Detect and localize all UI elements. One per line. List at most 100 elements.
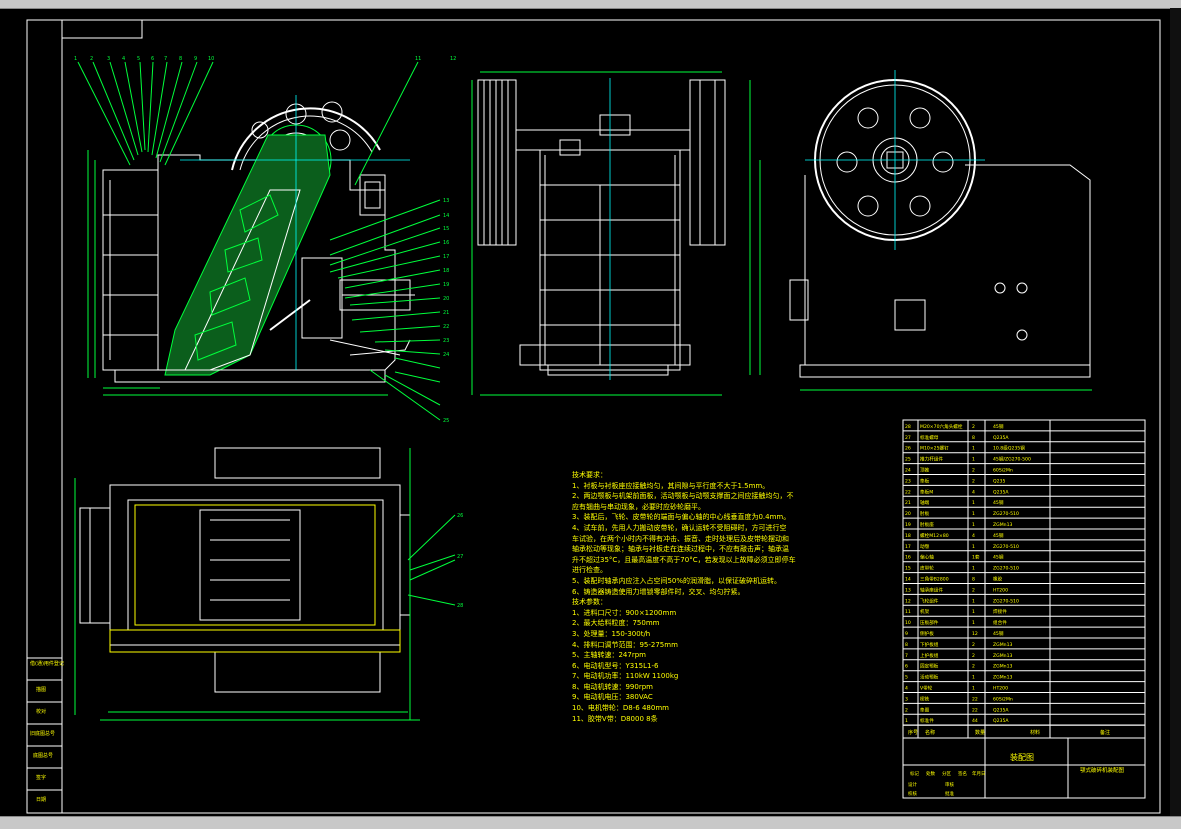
svg-text:6: 6 [151, 56, 154, 62]
bom-cell-name: 肘板座 [920, 521, 934, 528]
bom-cell-mat: 45钢 [993, 630, 1004, 637]
bom-cell-n: 2 [905, 707, 908, 713]
svg-text:校核: 校核 [908, 790, 917, 797]
bom-cell-q: 2 [972, 664, 975, 670]
bom-cell-q: 22 [972, 707, 978, 713]
param-line: 3、处理量：150-300t/h [572, 629, 651, 638]
bom-cell-mat: 组合件 [993, 619, 1007, 626]
bom-cell-name: 固定颚板 [920, 663, 939, 670]
bom-cell-name: 螺栓M12×80 [920, 532, 949, 539]
bom-cell-name: 轴承座组件 [920, 586, 943, 593]
plan-view: 26 27 28 [74, 447, 463, 721]
bom-cell-q: 22 [972, 696, 978, 702]
drawing-subtitle: 颚式破碎机装配图 [1080, 766, 1125, 774]
note-line: 2、两边颚板与机架前面板，活动颚板与动颚支撑面之间应接触均匀，不 [572, 492, 794, 501]
svg-text:审核: 审核 [945, 781, 954, 788]
strip-label: 底图总号 [33, 752, 53, 759]
params-heading: 技术参数： [572, 598, 607, 607]
bom-cell-q: 4 [972, 533, 975, 539]
bom-header-name: 名称 [925, 729, 935, 736]
note-line: 6、铸造器铸造使用力增锁零部件时，交叉、均匀拧紧。 [572, 587, 745, 596]
svg-text:7: 7 [164, 56, 167, 62]
bom-cell-mat: Q235A [993, 707, 1009, 713]
bom-cell-n: 3 [905, 696, 908, 702]
bom-cell-name: 侧护板 [920, 630, 934, 637]
bom-cell-mat: ZGMn13 [993, 642, 1013, 648]
bom-cell-mat: 45钢 [993, 532, 1004, 539]
bom-cell-n: 21 [905, 500, 911, 506]
bom-cell-mat: ZGMn13 [993, 664, 1013, 670]
bom-cell-q: 1 [972, 500, 975, 506]
note-line: 3、装配后，飞轮、皮带轮的端面与偏心轴的中心线垂直度为0.4mm。 [572, 513, 791, 522]
svg-text:17: 17 [443, 254, 449, 260]
bom-cell-q: 2 [972, 653, 975, 659]
bom-cell-q: 8 [972, 435, 975, 441]
notes-heading: 技术要求： [572, 471, 607, 479]
bom-cell-mat: 60Si2Mn [993, 696, 1013, 702]
bom-cell-q: 2 [972, 587, 975, 593]
strip-label: 旧底图总号 [30, 730, 55, 737]
horizontal-scrollbar[interactable] [0, 816, 1181, 829]
note-line: 5、装配时轴承内应注入占空间50%的润滑脂，以保证破碎机运转。 [572, 576, 782, 585]
bom-cell-q: 1 [972, 609, 975, 615]
svg-text:18: 18 [443, 268, 449, 274]
bom-cell-n: 12 [905, 598, 911, 604]
bom-cell-n: 14 [905, 577, 911, 583]
technical-notes: 技术要求： 1、衬板与衬板座应接触均匀，其间隙与平行度不大于1.5mm。 2、两… [572, 470, 872, 724]
svg-text:年月日: 年月日 [972, 770, 986, 777]
bom-cell-q: 1 [972, 446, 975, 452]
leader-labels-right: 13 14 15 16 17 18 19 20 21 22 23 24 25 [443, 198, 449, 424]
param-line: 7、电动机功率：110kW 1100kg [572, 672, 679, 681]
bom-cell-q: 1 [972, 686, 975, 692]
left-title-strip: 借(通)用件登记 描图 校对 旧底图总号 底图总号 签字 日期 [26, 657, 64, 814]
bom-cell-n: 22 [905, 489, 911, 495]
bom-header-mat: 材料 [1030, 729, 1040, 736]
end-view [749, 70, 1092, 391]
leader-lines-top [77, 61, 441, 421]
bom-cell-n: 18 [905, 533, 911, 539]
param-line: 4、排料口调节范围：95-275mm [572, 640, 678, 649]
bom-cell-mat: 橡胶 [993, 576, 1003, 583]
bom-cell-q: 1 [972, 522, 975, 528]
bom-cell-mat: 45钢 [993, 499, 1004, 506]
vertical-scrollbar[interactable] [1170, 8, 1181, 816]
svg-text:9: 9 [194, 56, 197, 62]
bom-cell-q: 1 [972, 675, 975, 681]
bom-cell-name: 肘板 [920, 510, 930, 517]
bom-cell-mat: Q235A [993, 435, 1009, 441]
note-line: 车试验，在两个小时内不得有冲击、振音、走时处理后及皮带轮摆动和 [572, 534, 789, 543]
bom-cell-name: 飞轮组件 [920, 597, 939, 604]
svg-text:23: 23 [443, 338, 449, 344]
bom-cell-q: 1 [972, 457, 975, 463]
strip-label: 描图 [36, 686, 46, 693]
bom-cell-q: 1 [972, 566, 975, 572]
bom-cell-name: V带轮 [920, 685, 933, 692]
svg-text:13: 13 [443, 198, 449, 204]
note-line: 应有翘曲与串动现象，必要时应砂轮磨平。 [572, 502, 705, 511]
bom-cell-n: 25 [905, 457, 911, 463]
bom-cell-name: 三角带B2800 [920, 576, 949, 583]
svg-text:22: 22 [443, 324, 449, 330]
bom-cell-n: 17 [905, 544, 911, 550]
svg-text:5: 5 [137, 56, 140, 62]
strip-label: 借(通)用件登记 [30, 660, 64, 667]
svg-text:12: 12 [450, 56, 456, 62]
svg-text:24: 24 [443, 352, 449, 358]
bom-cell-name: 标准螺母 [920, 434, 939, 441]
bom-cell-n: 9 [905, 631, 908, 637]
bom-cell-name: 活动颚板 [920, 674, 939, 681]
svg-text:4: 4 [122, 56, 125, 62]
bom-cell-q: 4 [972, 489, 975, 495]
bom-cell-n: 28 [905, 424, 911, 430]
svg-text:3: 3 [107, 56, 110, 62]
drawing-title: 装配图 [1010, 752, 1034, 762]
bom-cell-mat: ZGMn13 [993, 522, 1013, 528]
bom-cell-mat: 45钢 [993, 423, 1004, 430]
svg-text:20: 20 [443, 296, 449, 302]
bom-cell-q: 1套 [972, 554, 980, 561]
svg-text:标记: 标记 [910, 770, 919, 777]
bom-cell-mat: 焊接件 [993, 608, 1007, 615]
bom-cell-q: 1 [972, 511, 975, 517]
